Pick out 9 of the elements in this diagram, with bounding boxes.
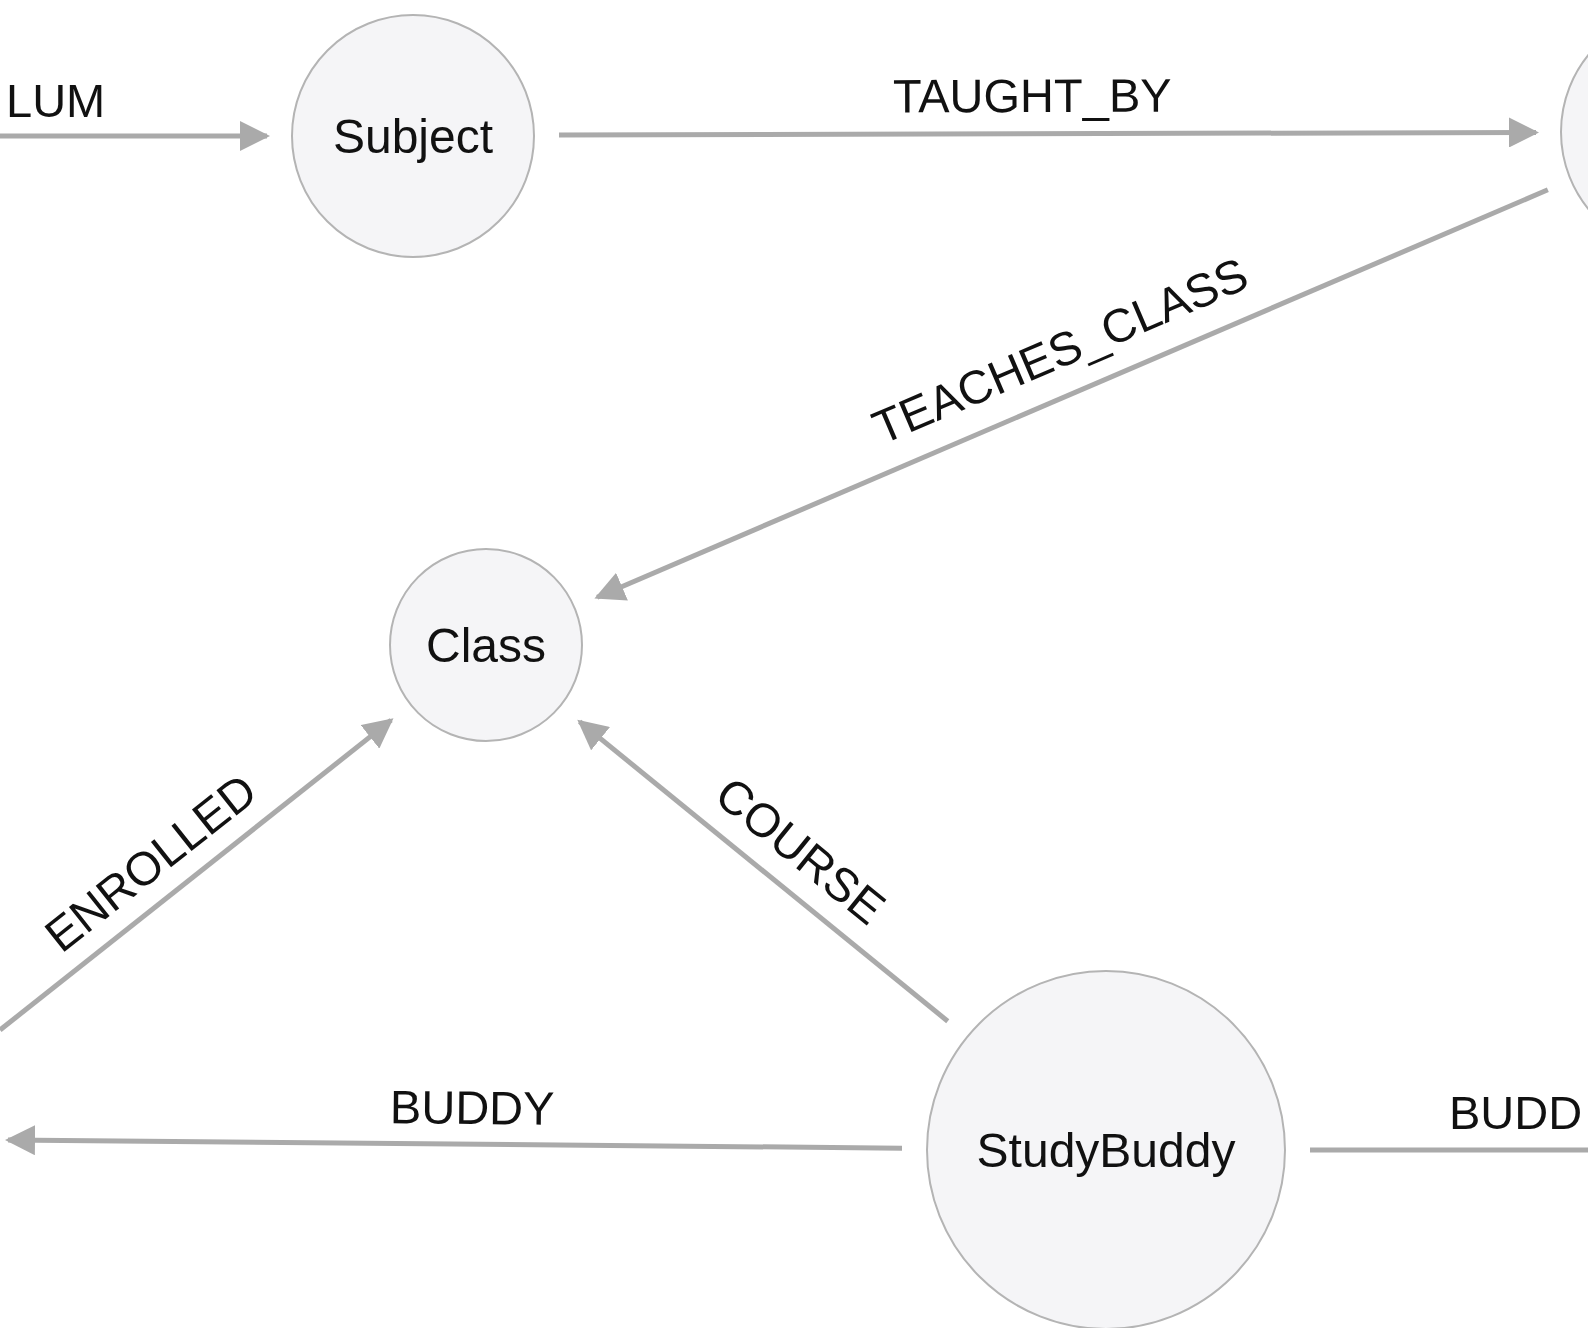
node-label: Class xyxy=(426,617,546,673)
arrow xyxy=(577,719,950,1024)
arrow xyxy=(0,121,270,151)
arrow xyxy=(0,718,394,1032)
arrow xyxy=(559,117,1539,148)
node-label: Subject xyxy=(332,108,494,164)
arrow xyxy=(594,187,1549,601)
node-label: StudyBuddy xyxy=(976,1122,1236,1178)
arrow xyxy=(5,1125,903,1156)
